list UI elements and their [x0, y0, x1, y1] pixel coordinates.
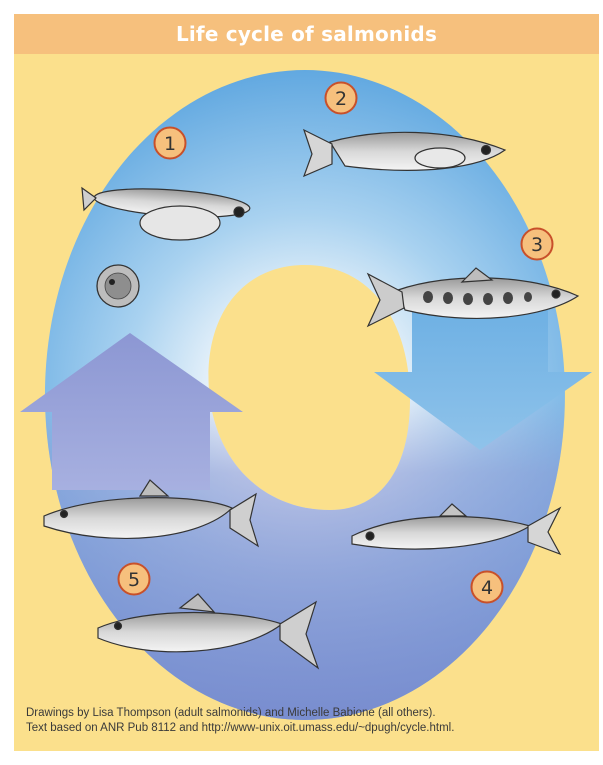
caption-line-1: Drawings by Lisa Thompson (adult salmoni… — [26, 706, 596, 721]
stage-1-number: 1 — [164, 133, 176, 155]
stage-3-number: 3 — [531, 234, 543, 256]
stage-1-egg — [97, 265, 139, 307]
stage-5-badge: 5 — [119, 564, 150, 595]
stage-3-badge: 3 — [522, 229, 553, 260]
stage-4-badge: 4 — [472, 572, 503, 603]
stage-1-badge: 1 — [155, 128, 186, 159]
caption-line-2: Text based on ANR Pub 8112 and http://ww… — [26, 721, 596, 736]
stage-4-number: 4 — [481, 577, 493, 599]
credits-caption: Drawings by Lisa Thompson (adult salmoni… — [26, 706, 596, 736]
stage-2-number: 2 — [335, 88, 347, 110]
stage-5-number: 5 — [128, 569, 140, 591]
stage-2-badge: 2 — [326, 83, 357, 114]
